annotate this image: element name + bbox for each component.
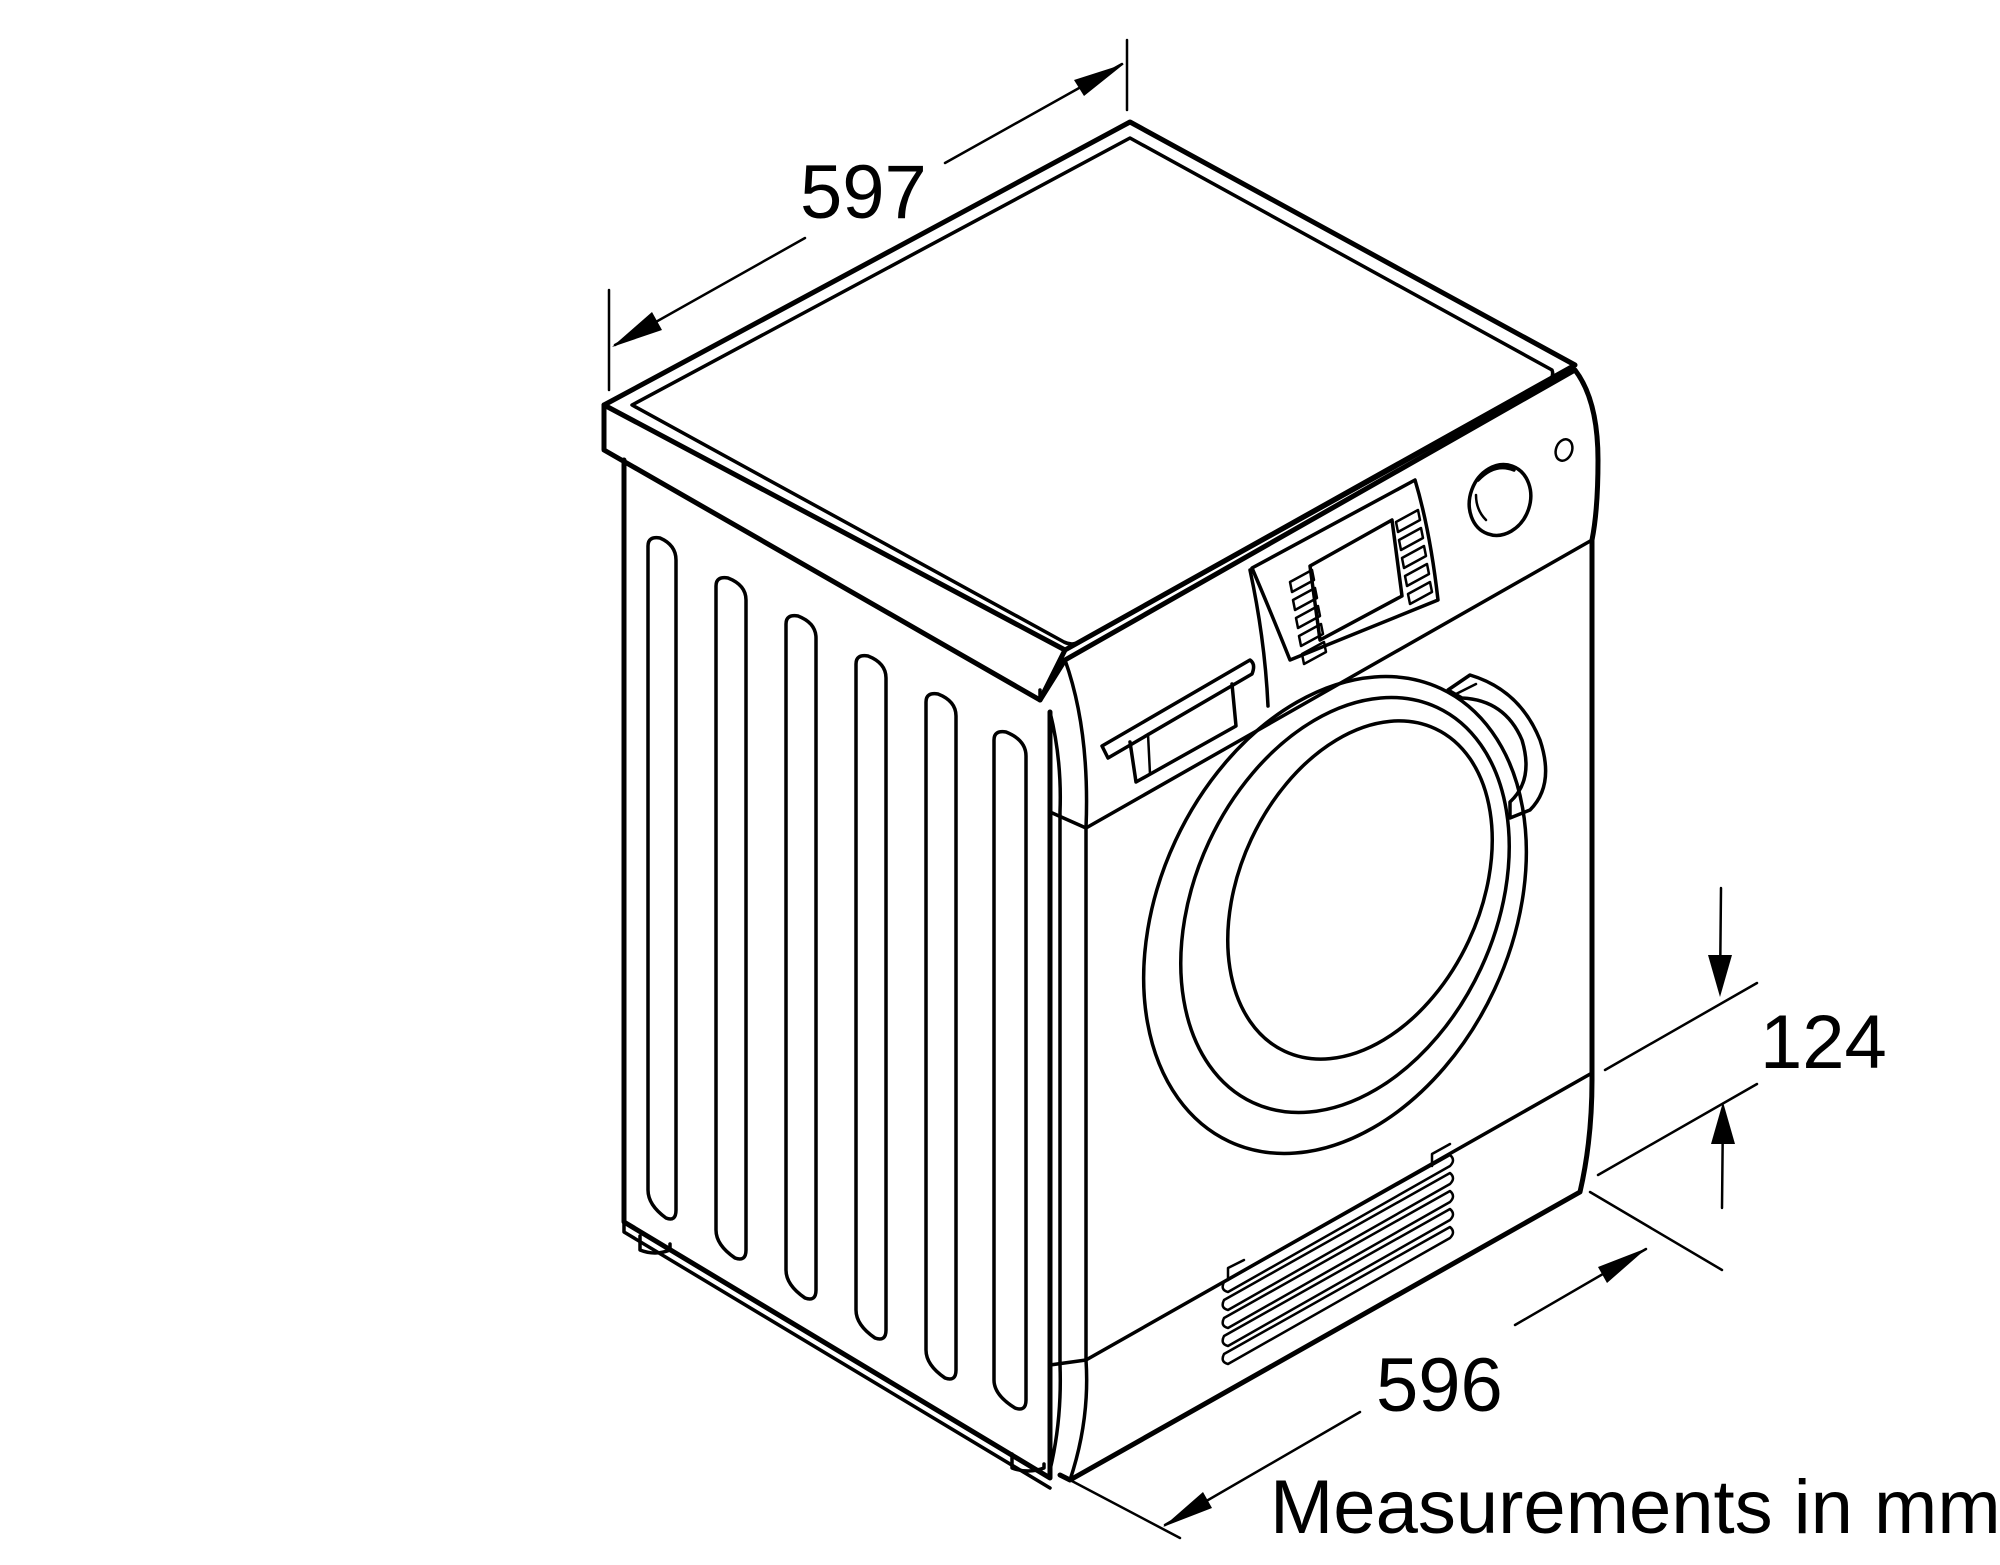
arrow-width-left <box>1163 1492 1212 1527</box>
control-panel <box>1248 478 1440 708</box>
dimension-depth <box>607 38 1129 392</box>
machine-front-panel <box>1037 367 1601 1483</box>
arrow-depth-right <box>1074 64 1124 96</box>
arrow-124-up <box>1711 1102 1735 1144</box>
dimension-124 <box>1596 886 1759 1210</box>
machine-side-panel <box>621 457 1053 1490</box>
detergent-drawer <box>1100 658 1256 784</box>
dimension-width <box>1068 1190 1724 1540</box>
kick-plate-vents <box>1221 1142 1455 1366</box>
side-ribs <box>646 535 1028 1411</box>
width-label: 596 <box>1376 1343 1503 1428</box>
left-button-column <box>1288 568 1328 666</box>
program-knob <box>1467 462 1533 538</box>
indicator-light <box>1554 438 1574 462</box>
arrow-depth-left <box>612 312 662 347</box>
machine-top-panel <box>601 119 1578 703</box>
right-button-column <box>1394 508 1434 606</box>
machine-door <box>1141 673 1548 1156</box>
depth-label: 597 <box>800 150 927 235</box>
machine-feet <box>638 1234 1046 1473</box>
arrow-width-right <box>1598 1248 1647 1283</box>
offset-label: 124 <box>1760 1000 1887 1085</box>
arrow-124-down <box>1708 955 1732 997</box>
units-note: Measurements in mm <box>1270 1465 2000 1550</box>
